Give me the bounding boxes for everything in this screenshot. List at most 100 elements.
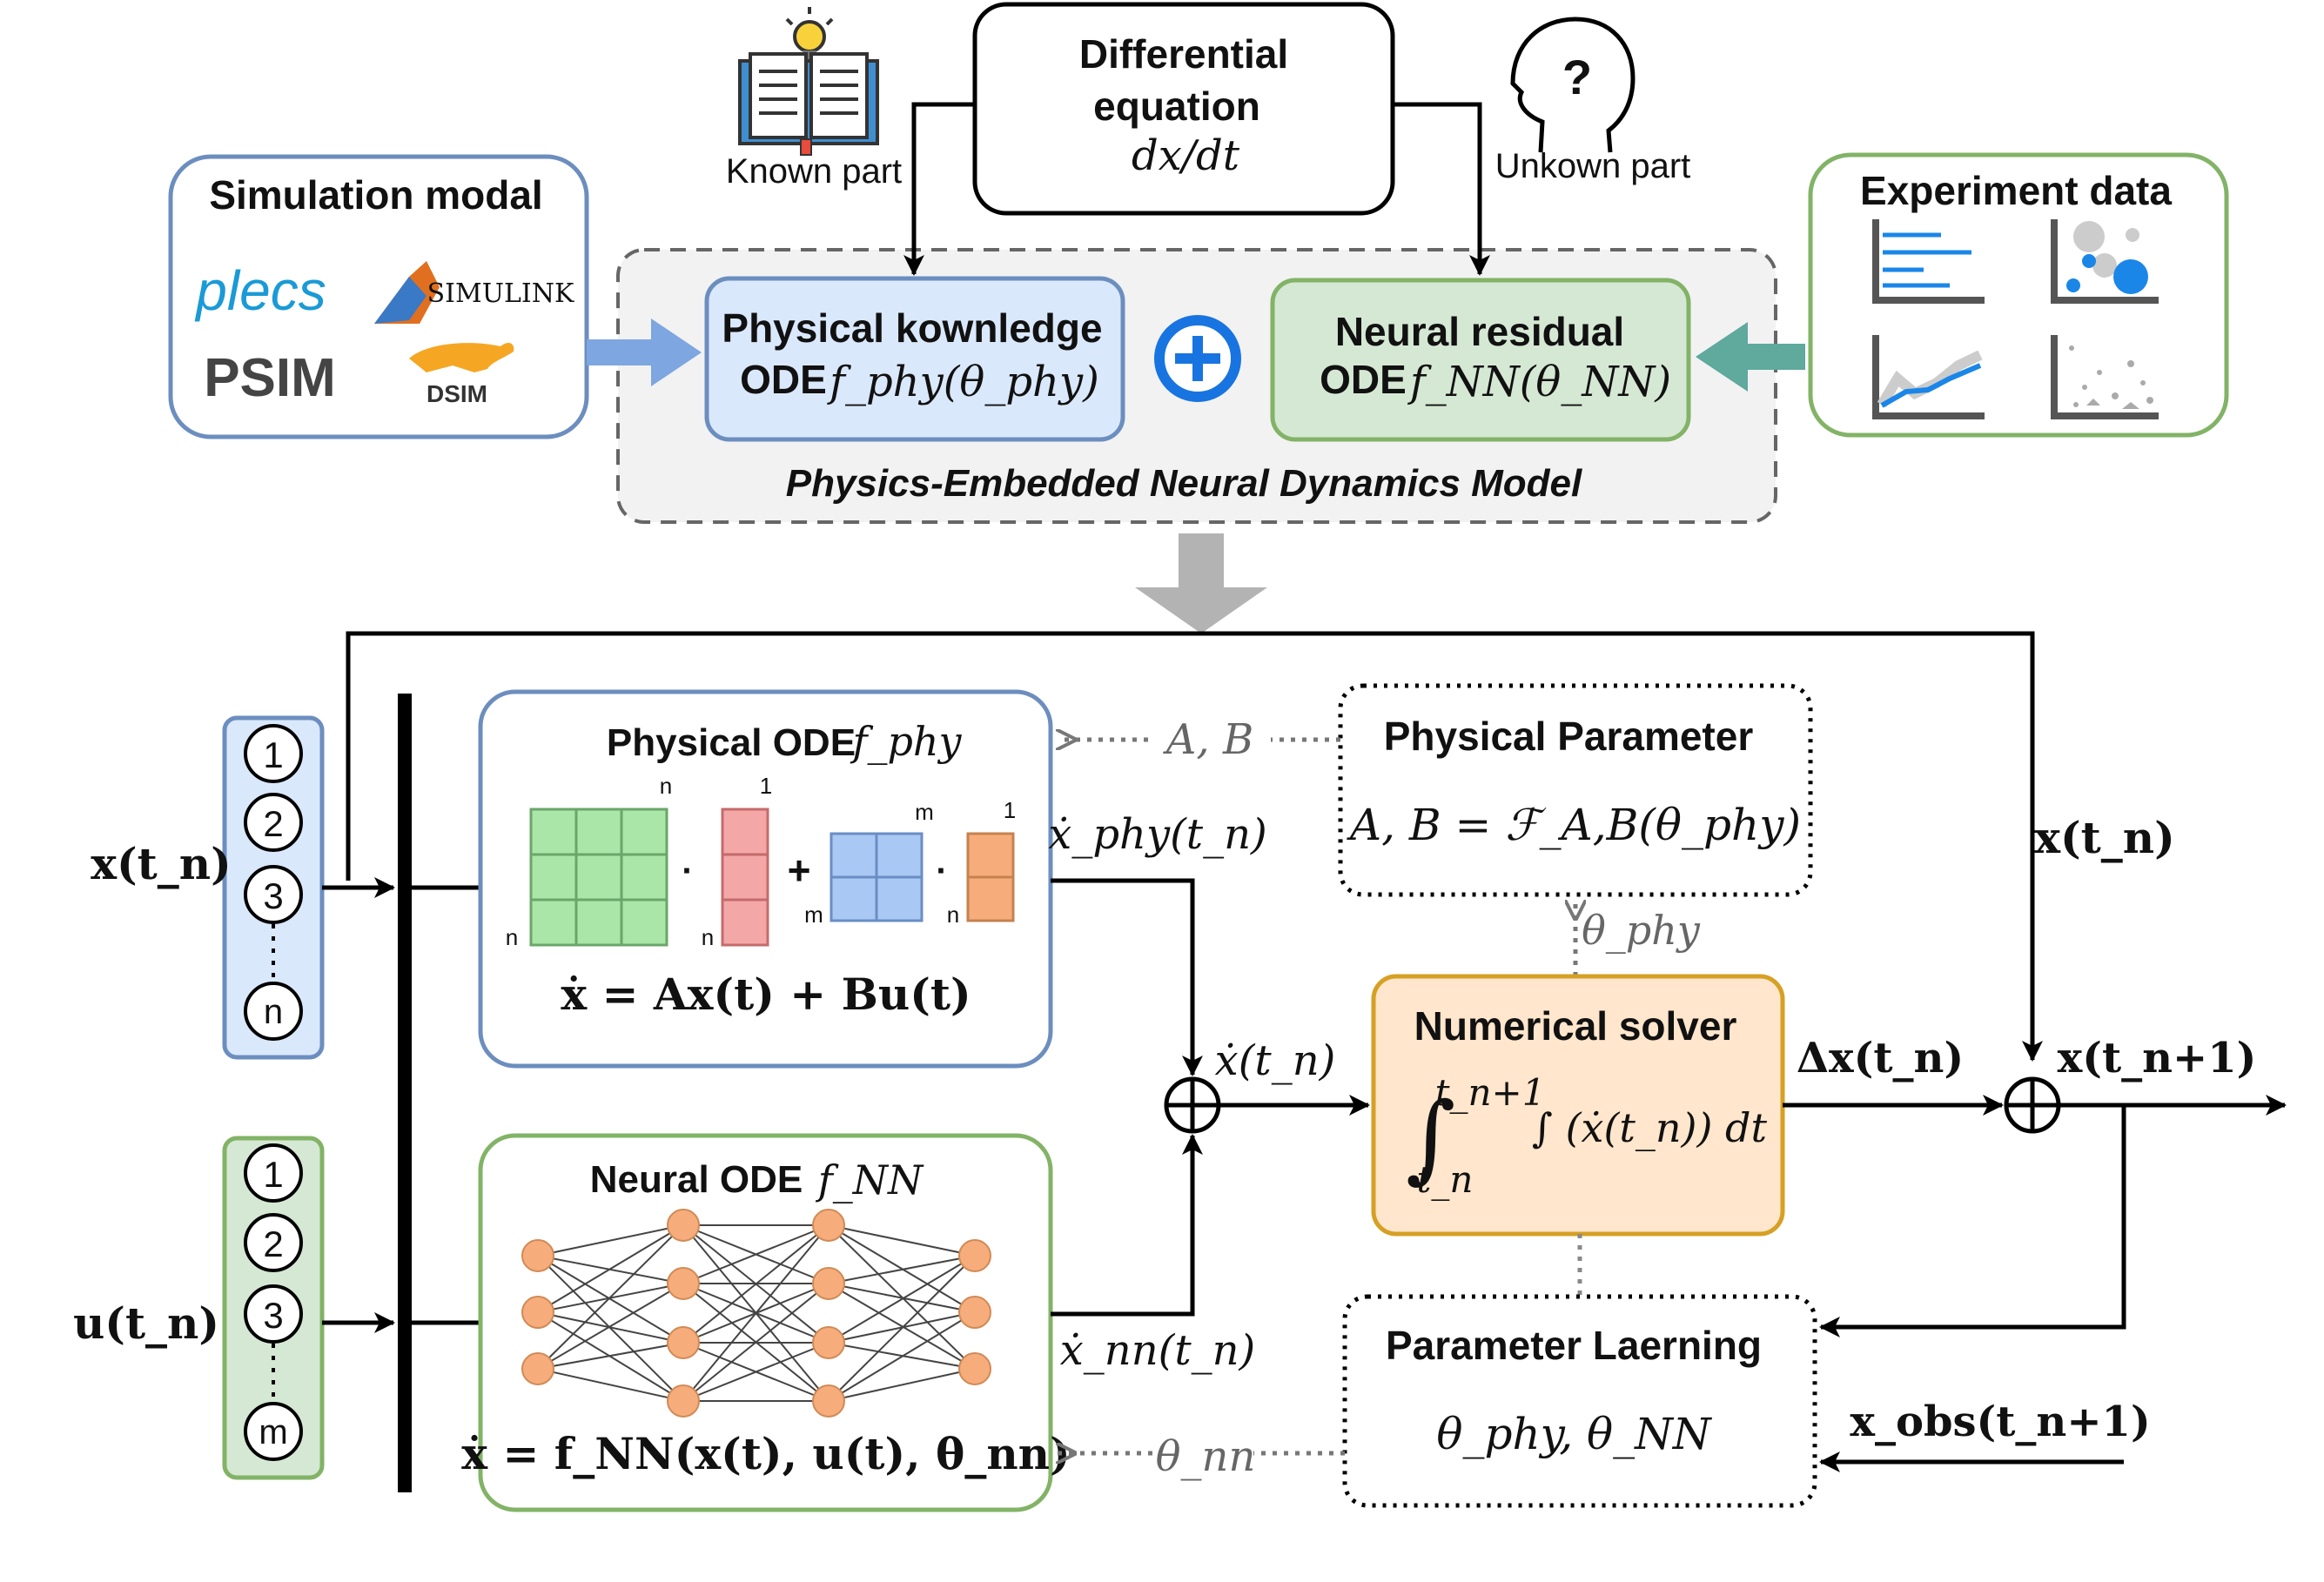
- ab-label: A, B: [1163, 715, 1253, 764]
- physical-knowledge-box: [704, 276, 1125, 442]
- book-lightbulb-icon: [738, 7, 879, 156]
- nn-edge: [537, 1255, 684, 1344]
- nn-node: [812, 1267, 845, 1300]
- simulink-logo-text: SIMULINK: [427, 278, 574, 309]
- u-node-1: 1: [263, 1154, 283, 1195]
- nn-edge: [682, 1224, 830, 1284]
- vector-u-grid: [966, 832, 1015, 922]
- x-node-1: 1: [263, 734, 283, 775]
- x-obs-label: x_obs(t_n+1): [1850, 1398, 2150, 1446]
- parameter-learning-title: Parameter Laerning: [1386, 1323, 1762, 1368]
- vector-u-dim-top: 1: [1004, 797, 1016, 823]
- x-node-2: 2: [263, 803, 283, 844]
- dsim-logo: DSIM: [427, 380, 487, 407]
- matrix-a-dim-top: n: [660, 773, 672, 799]
- diffeq-math: dx/dt: [1132, 131, 1240, 180]
- vector-x-grid: [721, 808, 769, 947]
- plecs-logo: plecs: [194, 259, 326, 322]
- bar-chart-icon: [1872, 219, 1985, 304]
- solver-upper-limit: t_n+1: [1435, 1071, 1546, 1114]
- nn-edge: [537, 1368, 684, 1402]
- vector-x-dim-bottom: n: [702, 924, 714, 950]
- x-node-3: 3: [263, 875, 283, 916]
- nn-node: [667, 1384, 700, 1418]
- matrix-b-dim-left: m: [804, 902, 823, 928]
- u-node-2: 2: [263, 1223, 283, 1264]
- nn-node: [958, 1239, 991, 1272]
- vector-u-dim-bottom: n: [947, 902, 959, 928]
- xdot-phy-line: [1051, 878, 1203, 1076]
- head-question-icon: ?: [1510, 17, 1636, 153]
- neural-residual-box: [1270, 278, 1691, 442]
- physical-ode-title-math: f_phy: [850, 718, 962, 765]
- line-chart-icon: [1872, 335, 1985, 419]
- physical-parameter-title: Physical Parameter: [1384, 714, 1754, 759]
- experiment-data-box: [1808, 152, 2229, 438]
- neural-residual-line1: Neural residual: [1335, 309, 1624, 354]
- physical-ode-title: Physical ODE: [607, 721, 856, 764]
- scatter-chart-icon: [2051, 335, 2159, 419]
- nn-node: [521, 1296, 554, 1329]
- combine-plus-icon: [1154, 315, 1241, 402]
- nn-node: [812, 1384, 845, 1418]
- parameter-learning-equation: θ_phy, θ_NN: [1436, 1409, 1713, 1459]
- solver-lower-limit: t_n: [1417, 1158, 1474, 1201]
- u-node-m: m: [259, 1413, 287, 1451]
- nn-edge: [828, 1368, 976, 1402]
- physical-knowledge-line1: Physical kownledge: [722, 305, 1102, 351]
- vector-x-dim-top: 1: [760, 773, 772, 799]
- input-bus-bar: [398, 694, 412, 1492]
- matrix-a-grid: [529, 808, 668, 947]
- dot-1: ·: [682, 852, 693, 890]
- nn-edge: [537, 1342, 684, 1370]
- nn-edge: [537, 1311, 684, 1344]
- known-part-arrow: [903, 102, 975, 276]
- neural-residual-math: f_NN(θ_NN): [1407, 358, 1671, 406]
- psim-logo: PSIM: [204, 348, 336, 408]
- u-input-nodes: [244, 1143, 303, 1461]
- theta-nn-label-bg: [1158, 1427, 1253, 1479]
- nn-edge: [682, 1224, 830, 1344]
- nn-edge: [828, 1283, 976, 1370]
- model-caption: Physics-Embedded Neural Dynamics Model: [786, 462, 1582, 505]
- nn-edge: [682, 1283, 830, 1402]
- xdot-label: ẋ(t_n): [1215, 1036, 1336, 1085]
- x-node-n: n: [264, 993, 283, 1031]
- simulation-to-physical-arrow: [587, 318, 702, 386]
- nn-edge: [537, 1283, 684, 1370]
- neural-ode-equation: ẋ = f_NN(x(t), u(t), θ_nn): [461, 1428, 1070, 1479]
- nn-node: [812, 1209, 845, 1242]
- x-tn-right-label: x(t_n): [2034, 812, 2175, 863]
- delta-x-label: Δx(t_n): [1797, 1034, 1964, 1083]
- x-next-label: x(t_n+1): [2058, 1034, 2257, 1083]
- plus-sign: +: [788, 848, 811, 893]
- u-input-label: u(t_n): [73, 1297, 219, 1349]
- physical-knowledge-ode: ODE: [740, 357, 827, 402]
- nn-edge: [828, 1255, 976, 1402]
- sum-junction-2: [2004, 1076, 2061, 1134]
- nn-edge: [828, 1224, 976, 1257]
- nn-edge: [682, 1342, 830, 1402]
- nn-edge: [682, 1224, 830, 1402]
- cheetah-logo-icon: [409, 342, 514, 372]
- physical-knowledge-math: f_phy(θ_phy): [827, 358, 1099, 406]
- nn-node: [667, 1267, 700, 1300]
- xdot-nn-label: ẋ_nn(t_n): [1060, 1326, 1256, 1375]
- matrix-a-dim-left: n: [506, 924, 518, 950]
- nn-edge: [537, 1224, 684, 1257]
- neural-residual-ode: ODE: [1320, 357, 1407, 402]
- nn-node: [521, 1352, 554, 1385]
- x-input-nodes: [244, 724, 303, 1041]
- nn-node: [667, 1326, 700, 1359]
- nn-edge: [828, 1255, 976, 1344]
- physical-parameter-equation: A, B = ℱ_A,B(θ_phy): [1347, 800, 1801, 850]
- dot-2: ·: [936, 852, 947, 890]
- differential-equation-box: [972, 2, 1395, 216]
- known-part-label: Known part: [726, 152, 902, 191]
- experiment-to-neural-arrow: [1696, 322, 1805, 392]
- nn-node: [812, 1326, 845, 1359]
- diffeq-line1: Differential: [1079, 31, 1288, 77]
- simulation-title: Simulation modal: [209, 172, 542, 218]
- nn-edge: [537, 1224, 684, 1370]
